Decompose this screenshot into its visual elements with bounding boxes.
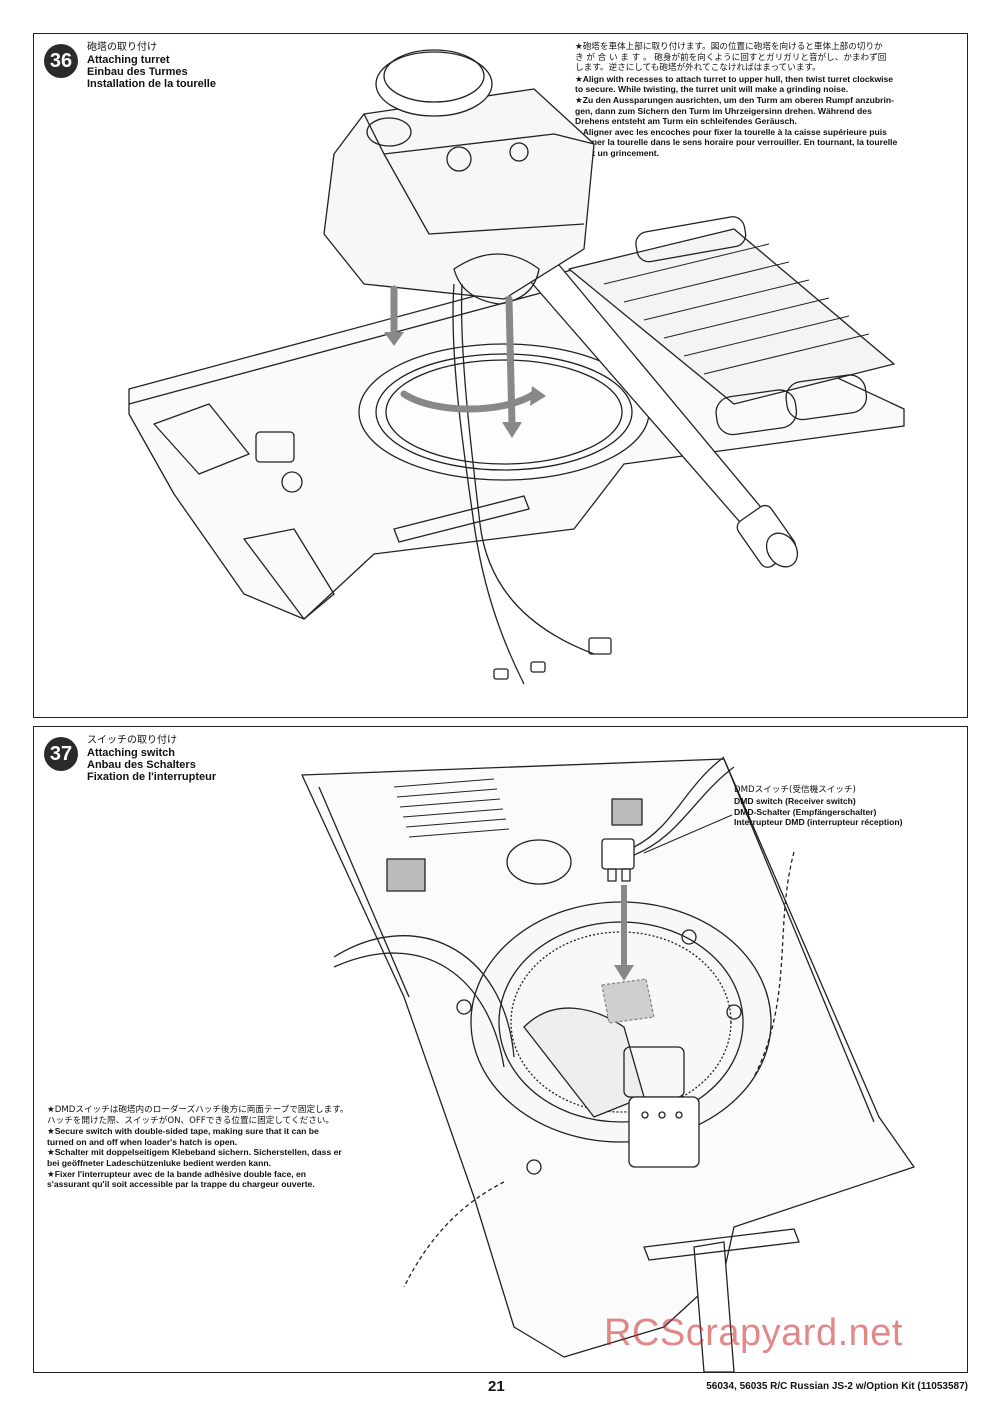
note-line: to secure. While twisting, the turret un…	[575, 84, 849, 95]
step-title-fr: Installation de la tourelle	[87, 78, 216, 90]
note-line: ★Zu den Aussparungen ausrichten, um den …	[575, 94, 895, 105]
note-line: します。逆さにしても砲塔が外れてこなければはまっています。	[575, 63, 821, 74]
note-line: bei geöffneter Ladeschützenluke bedient …	[47, 1157, 271, 1168]
step-notes: ★砲塔を車体上部に取り付けます。図の位置に砲塔を向けると車体上部の切りか き が…	[575, 42, 960, 159]
site-watermark: RCScrapyard.net	[604, 1312, 903, 1354]
step-number-badge: 36	[44, 44, 78, 78]
callout-line: DMD-Schalter (Empfängerschalter)	[734, 806, 877, 817]
note-line: ★Aligner avec les encoches pour fixer la…	[575, 126, 887, 137]
note-line: ★Schalter mit doppelseitigem Klebeband s…	[47, 1147, 342, 1158]
callout-line: DMDスイッチ(受信機スイッチ)	[734, 785, 856, 795]
note-line: s'assurant qu'il soit accessible par la …	[47, 1179, 315, 1190]
kit-reference: 56034, 56035 R/C Russian JS-2 w/Option K…	[706, 1381, 968, 1392]
callout-line: DMD switch (Receiver switch)	[734, 795, 856, 806]
switch-installation-illustration	[301, 756, 915, 1372]
step-title-en: Attaching turret	[87, 54, 170, 66]
step-titles: 砲塔の取り付け Attaching turret Einbau des Turm…	[87, 42, 216, 90]
note-line: ★Fixer l'interrupteur avec de la bande a…	[47, 1168, 307, 1179]
note-line: ★Align with recesses to attach turret to…	[575, 73, 894, 84]
note-line: き が 合 い ま す 。 砲身が前を向くように回すとガリガリと音がし、かまわず…	[575, 52, 887, 63]
note-line: ★Secure switch with double-sided tape, m…	[47, 1126, 319, 1137]
step-title-jp: スイッチの取り付け	[87, 735, 177, 746]
note-line: gen, dann zum Sichern den Turm im Uhrzei…	[575, 105, 872, 116]
step-title-de: Einbau des Turmes	[87, 66, 188, 78]
note-line: tourner la tourelle dans le sens horaire…	[575, 137, 898, 148]
step-title-fr: Fixation de l'interrupteur	[87, 771, 217, 783]
step-notes: ★DMDスイッチは砲塔内のローダーズハッチ後方に両面テープで固定します。 ハッチ…	[47, 1105, 417, 1190]
step-titles: スイッチの取り付け Attaching switch Anbau des Sch…	[87, 735, 216, 783]
note-line: turned on and off when loader's hatch is…	[47, 1136, 238, 1147]
step-37-panel: 37 スイッチの取り付け Attaching switch Anbau des …	[33, 726, 968, 1373]
callout-line: Interrupteur DMD (interrupteur réception…	[734, 817, 903, 828]
step-title-de: Anbau des Schalters	[87, 759, 196, 771]
note-line: ハッチを開けた際、スイッチがON、OFFできる位置に固定してください。	[47, 1115, 334, 1126]
turret-assembly-illustration	[128, 49, 905, 685]
dmd-switch-callout: DMDスイッチ(受信機スイッチ) DMD switch (Receiver sw…	[734, 785, 903, 828]
note-line: ★DMDスイッチは砲塔内のローダーズハッチ後方に両面テープで固定します。	[47, 1105, 349, 1115]
step-36-panel: 36 砲塔の取り付け Attaching turret Einbau des T…	[33, 33, 968, 718]
step-title-jp: 砲塔の取り付け	[87, 42, 157, 53]
step-title-en: Attaching switch	[87, 747, 176, 759]
note-line: émet un grincement.	[575, 147, 660, 158]
note-line: Drehens entsteht am Turm ein schleifende…	[575, 116, 797, 127]
page-number: 21	[488, 1378, 505, 1395]
note-line: ★砲塔を車体上部に取り付けます。図の位置に砲塔を向けると車体上部の切りか	[575, 42, 883, 52]
step-number-badge: 37	[44, 737, 78, 771]
